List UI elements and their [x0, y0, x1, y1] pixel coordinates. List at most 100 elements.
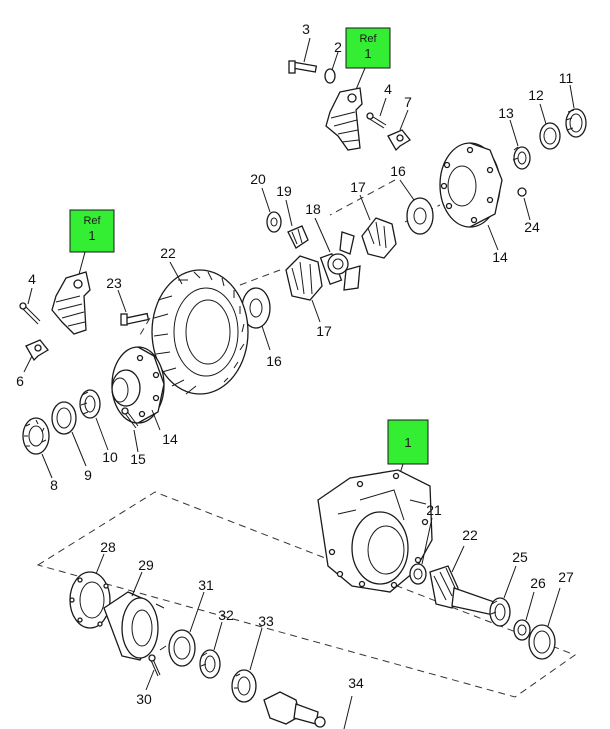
leader-line: [503, 565, 517, 599]
callout-7: 7: [404, 94, 412, 110]
part-19-pinion-gear[interactable]: [287, 225, 309, 249]
part-4-cotter-pin-upper[interactable]: [366, 112, 387, 129]
callout-2: 2: [334, 39, 342, 55]
part-30-bolt[interactable]: [148, 654, 161, 677]
leader-line: [145, 669, 155, 691]
callout-10: 10: [102, 449, 118, 465]
part-12-bearing-race[interactable]: [539, 122, 561, 150]
leader-line: [509, 119, 519, 147]
part-6-lock[interactable]: [25, 339, 49, 362]
part-34-yoke[interactable]: [263, 691, 326, 728]
part-21-pilot-bearing[interactable]: [409, 563, 427, 585]
leader-line: [421, 517, 433, 565]
part-8-adjuster-nut[interactable]: [22, 417, 50, 455]
callout-14: 14: [162, 431, 178, 447]
leader-line: [261, 325, 271, 351]
part-26-spacer[interactable]: [513, 619, 531, 641]
callout-14: 14: [492, 249, 508, 265]
part-2-washer[interactable]: [324, 68, 336, 84]
part-29-bearing-cage[interactable]: [103, 591, 167, 661]
part-11-bearing-cup[interactable]: [565, 108, 587, 138]
centerline: [329, 179, 396, 216]
bearing-cap-left[interactable]: [51, 271, 91, 335]
callout-16: 16: [390, 163, 406, 179]
callout-18: 18: [305, 201, 321, 217]
leader-line: [117, 289, 127, 313]
ref-box-upper[interactable]: Ref 1: [345, 27, 391, 69]
leader-line: [331, 51, 339, 71]
part-27-bearing-cup[interactable]: [528, 624, 556, 660]
callout-26: 26: [530, 575, 546, 591]
leader-line: [189, 591, 205, 633]
part-9-bearing-cup[interactable]: [51, 401, 77, 435]
callout-9: 9: [84, 467, 92, 483]
ref-number: 1: [364, 46, 371, 61]
callout-8: 8: [50, 477, 58, 493]
part-33-oil-seal[interactable]: [231, 669, 257, 703]
callout-labels: 3 2 4 7 11 12 13 16 17 20 19 18 24 14 22…: [16, 21, 574, 707]
leader-line: [569, 84, 575, 109]
part-13-bearing-cone[interactable]: [512, 146, 531, 170]
part-14-case-half-right[interactable]: [439, 142, 503, 228]
part-32-bearing-cone[interactable]: [199, 649, 221, 679]
bearing-cap-upper[interactable]: [325, 87, 363, 151]
part-17-side-gear-lower[interactable]: [285, 255, 323, 301]
leader-line: [311, 299, 321, 323]
part-3-bolt[interactable]: [288, 60, 318, 74]
callout-17: 17: [350, 179, 366, 195]
leader-line: [354, 67, 366, 93]
part-23-bolt[interactable]: [120, 312, 150, 326]
centerline: [139, 317, 151, 336]
part-28-gasket[interactable]: [69, 571, 111, 629]
leader-line: [285, 199, 293, 227]
ref-box-carrier[interactable]: 1: [387, 419, 429, 465]
part-7-lock[interactable]: [387, 129, 411, 152]
callout-3: 3: [302, 21, 310, 37]
ref-number: 1: [88, 228, 95, 243]
part-17-side-gear-upper[interactable]: [361, 217, 397, 259]
part-20-washer[interactable]: [266, 211, 282, 233]
callout-19: 19: [276, 183, 292, 199]
leader-line: [95, 553, 105, 575]
callout-4: 4: [384, 81, 392, 97]
leader-line: [95, 417, 109, 451]
leader-line: [399, 109, 409, 131]
assembly-group-outline: [36, 491, 577, 698]
leader-line: [27, 287, 33, 305]
part-4-cotter-pin-left[interactable]: [19, 302, 41, 325]
leader-line: [525, 591, 535, 621]
part-25-bearing-cone[interactable]: [489, 597, 511, 627]
leader-line: [523, 197, 531, 221]
part-15-bolt[interactable]: [121, 407, 139, 429]
callout-30: 30: [136, 691, 152, 707]
leader-line: [41, 453, 53, 479]
leader-line: [314, 217, 331, 253]
part-24-fitting[interactable]: [517, 187, 527, 197]
leader-line: [261, 187, 271, 213]
leader-line: [359, 194, 371, 221]
callout-15: 15: [130, 451, 146, 467]
part-22-ring-gear[interactable]: [151, 269, 249, 395]
part-22-drive-pinion[interactable]: [429, 565, 501, 617]
part-16-thrust-washer-upper[interactable]: [406, 197, 434, 235]
callout-6: 6: [16, 373, 24, 389]
callout-20: 20: [250, 171, 266, 187]
callout-34: 34: [348, 675, 364, 691]
part-18-spider-cross[interactable]: [319, 231, 361, 291]
callout-33: 33: [258, 613, 274, 629]
callout-22: 22: [160, 245, 176, 261]
leader-line: [133, 429, 139, 453]
part-31-bearing-cup[interactable]: [168, 629, 196, 667]
ref-number: 1: [404, 435, 411, 450]
leader-line: [169, 261, 183, 285]
leader-line: [213, 621, 223, 651]
part-14-case-half-left[interactable]: [111, 346, 165, 424]
leader-line: [23, 355, 33, 373]
ref-box-left[interactable]: Ref 1: [69, 209, 115, 253]
callout-29: 29: [138, 557, 154, 573]
leader-line: [151, 409, 161, 431]
carrier-housing[interactable]: [317, 469, 433, 593]
leader-line: [539, 103, 547, 125]
callout-4: 4: [28, 271, 36, 287]
part-10-bearing-cone[interactable]: [79, 389, 101, 419]
